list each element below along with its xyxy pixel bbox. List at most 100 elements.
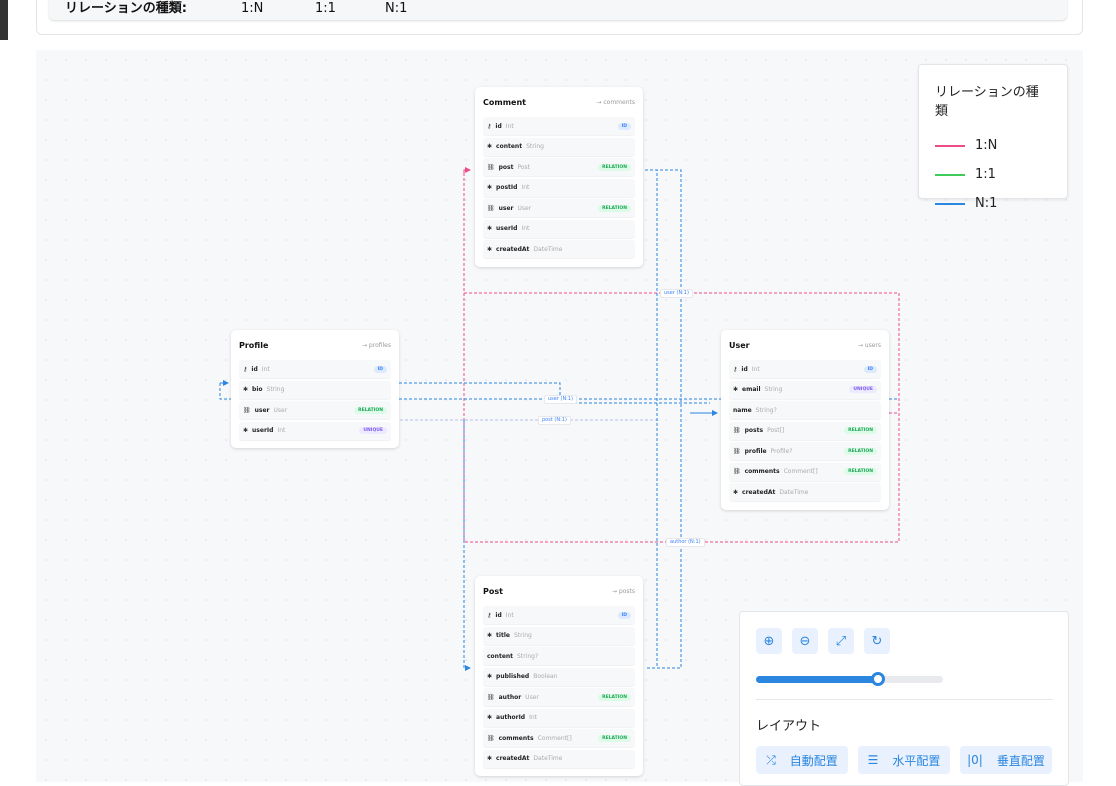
node-title: User	[729, 340, 750, 350]
field-badge: UNIQUE	[849, 386, 877, 393]
node-header[interactable]: Comment → comments	[483, 93, 635, 111]
field-badge: ID	[863, 365, 877, 373]
zoom-slider[interactable]	[756, 672, 943, 686]
asterisk-icon: ✱	[487, 714, 493, 721]
controls-panel: ⊕ ⊖ ⤢ ↻ レイアウト ⤮自動配置 ☰水平配置 |0|垂直配置	[739, 611, 1069, 786]
node-header[interactable]: Profile→ profiles	[239, 336, 391, 354]
link-icon: ⛓	[487, 693, 495, 701]
field-type: String?	[517, 652, 539, 660]
node-header[interactable]: Post→ posts	[483, 582, 635, 600]
legend-title: リレーションの種類	[935, 85, 1039, 119]
field-name: authorId	[496, 714, 526, 721]
expand-icon: ⤢	[835, 633, 847, 649]
fit-view-button[interactable]: ⤢	[828, 628, 854, 654]
field-name: id	[495, 122, 502, 130]
field-name: user	[498, 204, 514, 212]
field-type: Boolean	[533, 673, 558, 680]
vertical-layout-button[interactable]: |0|垂直配置	[960, 746, 1052, 774]
field-name: posts	[744, 427, 764, 434]
legend-label: 1:1	[975, 167, 996, 182]
header-card: リレーションの種類: 1:N 1:1 N:1	[36, 0, 1083, 35]
field-name: createdAt	[742, 488, 776, 496]
field-name: email	[742, 386, 761, 393]
asterisk-icon: ✱	[487, 632, 493, 639]
edge-label-post-author: author (N:1)	[666, 538, 705, 547]
field-badge: RELATION	[844, 468, 877, 475]
node-title: Comment	[483, 97, 526, 107]
horizontal-layout-button[interactable]: ☰水平配置	[858, 746, 950, 774]
vertical-layout-label: 垂直配置	[996, 753, 1045, 768]
field-type: Int	[521, 225, 530, 232]
node-table-name: → users	[857, 341, 881, 349]
zoom-out-button[interactable]: ⊖	[792, 628, 818, 654]
type-n1: N:1	[385, 1, 408, 16]
zoom-slider-fill	[756, 676, 878, 683]
field-badge: RELATION	[844, 447, 877, 455]
reset-button[interactable]: ↻	[864, 628, 890, 654]
node-header[interactable]: User → users	[729, 336, 881, 354]
field-name: title	[496, 632, 510, 639]
field-type: String	[513, 632, 532, 639]
field-type: Post	[517, 163, 531, 171]
asterisk-icon: ✱	[733, 488, 739, 496]
field-badge: UNIQUE	[359, 427, 387, 434]
field-name: id	[251, 365, 258, 373]
key-icon: ⚷	[487, 611, 492, 619]
field-type: Int	[529, 714, 538, 721]
link-icon: ⛓	[487, 204, 495, 212]
asterisk-icon: ✱	[487, 245, 493, 253]
field-badge: RELATION	[354, 406, 387, 414]
field-name: author	[498, 693, 522, 701]
node-table-name: → comments	[596, 98, 635, 106]
auto-layout-button[interactable]: ⤮自動配置	[756, 746, 848, 774]
field-name: post	[498, 163, 514, 171]
asterisk-icon: ✱	[487, 143, 493, 150]
legend-11: 1:1	[935, 160, 1051, 189]
zoom-slider-thumb[interactable]	[870, 672, 885, 686]
field-name: published	[496, 673, 530, 680]
field-badge: RELATION	[598, 204, 631, 212]
legend-label: 1:N	[975, 138, 998, 153]
field-type: Post[]	[767, 427, 785, 434]
field-type: String	[526, 143, 544, 150]
horizontal-icon: ☰	[867, 753, 879, 767]
field-type: Comment[]	[783, 468, 818, 475]
field-type: Int	[751, 365, 760, 373]
field-badge: RELATION	[844, 427, 877, 434]
field-name: id	[741, 365, 748, 373]
field-badge: RELATION	[598, 693, 631, 701]
asterisk-icon: ✱	[487, 673, 493, 680]
zoom-in-button[interactable]: ⊕	[756, 628, 782, 654]
field-name: createdAt	[496, 755, 530, 762]
